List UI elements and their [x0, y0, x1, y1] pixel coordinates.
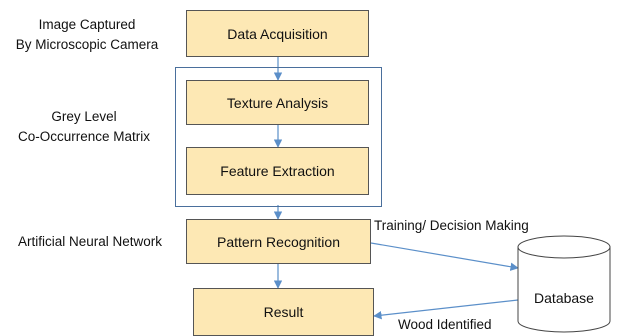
data-acquisition-box: Data Acquisition: [186, 10, 369, 57]
texture-analysis-box: Texture Analysis: [186, 80, 369, 125]
edge-label-training: Training/ Decision Making: [374, 218, 529, 233]
database-label: Database: [534, 290, 594, 306]
note-image-captured-line2: By Microscopic Camera: [15, 37, 159, 52]
note-image-captured-line1: Image Captured: [38, 17, 136, 32]
pattern-recognition-box: Pattern Recognition: [186, 219, 371, 264]
result-box: Result: [193, 288, 374, 336]
note-image-captured: Image Captured By Microscopic Camera: [0, 15, 174, 55]
note-glcm-line2: Co-Occurrence Matrix: [17, 129, 151, 144]
arrow-database-to-result: [373, 299, 519, 320]
edge-label-wood-identified: Wood Identified: [398, 317, 492, 332]
database-cylinder: [517, 235, 611, 333]
glcm-group-frame: [175, 67, 382, 207]
note-glcm-line1: Grey Level: [51, 109, 117, 124]
note-glcm: Grey Level Co-Occurrence Matrix: [0, 107, 168, 147]
arrow-pattern-to-database: [370, 242, 519, 271]
note-artificial-neural-network: Artificial Neural Network: [17, 234, 163, 249]
feature-extraction-box: Feature Extraction: [186, 147, 369, 195]
